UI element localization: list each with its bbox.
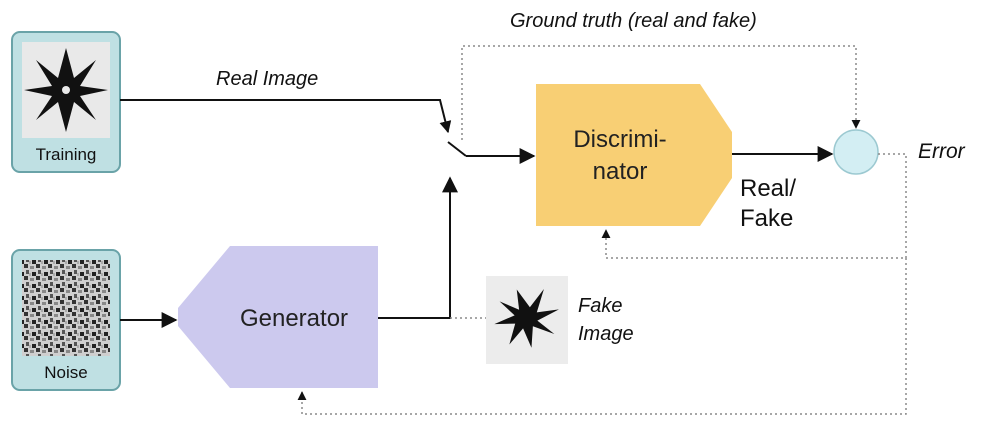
real-fake-label-line2: Fake <box>740 205 794 232</box>
training-label: Training <box>35 145 97 164</box>
generator-output-line <box>378 176 458 319</box>
feedback-generator-line <box>297 258 907 415</box>
discriminator-label-line2: nator <box>592 158 648 185</box>
error-node <box>833 129 879 175</box>
noise-label: Noise <box>44 363 88 382</box>
fake-image-label-line2: Image <box>578 323 634 345</box>
error-label: Error <box>918 140 965 163</box>
star-shape-icon <box>24 48 108 132</box>
real-image-label: Real Image <box>216 68 319 90</box>
training-box <box>11 31 121 173</box>
fake-image-label: Fake Image <box>578 292 634 348</box>
fake-image-label-line1: Fake <box>578 295 623 317</box>
generator-label: Generator <box>239 305 349 332</box>
discriminator-label: Discrimi- nator <box>540 124 700 188</box>
real-fake-label: Real/ Fake <box>740 174 796 234</box>
discriminator-label-line1: Discrimi- <box>573 126 667 153</box>
fake-image-thumbnail <box>486 276 568 364</box>
noise-box <box>11 249 121 391</box>
real-fake-label-line1: Real/ <box>740 175 797 202</box>
real-image-line <box>120 99 452 134</box>
ground-truth-line <box>461 45 861 140</box>
discriminator-block <box>536 84 732 226</box>
fake-star-shape-icon <box>494 289 559 348</box>
ground-truth-label: Ground truth (real and fake) <box>510 10 757 32</box>
noise-pattern-icon <box>22 260 110 356</box>
switch-line <box>447 141 467 157</box>
generator-block <box>178 246 378 388</box>
